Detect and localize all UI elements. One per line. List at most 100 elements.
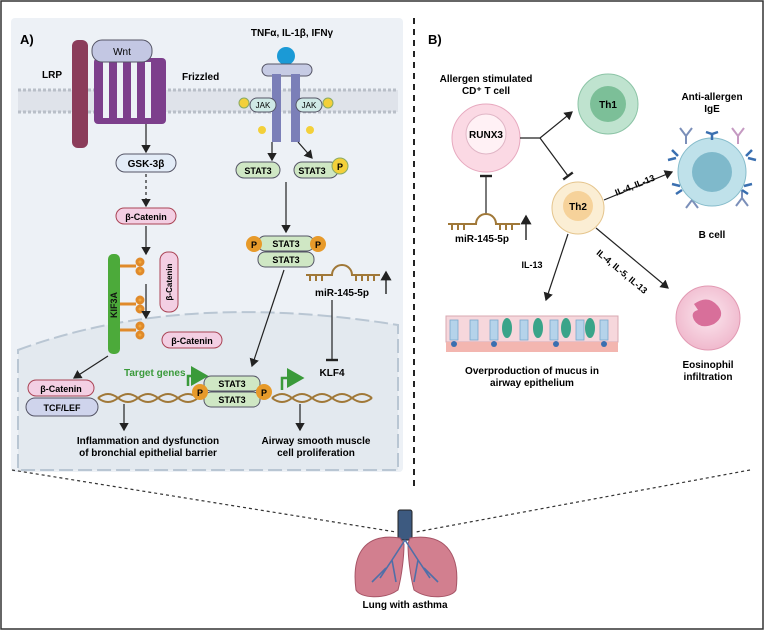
caption-right-line2: cell proliferation	[277, 448, 355, 459]
nuc-phospho-right-label: P	[261, 388, 267, 398]
jak-label-left: JAK	[256, 101, 271, 110]
gsk3b-label: GSK-3β	[128, 159, 165, 170]
klf4-label: KLF4	[320, 368, 345, 379]
dna-right	[271, 393, 373, 403]
target-genes-label: Target genes	[124, 368, 186, 379]
kinesin-motors	[120, 257, 145, 340]
nuc-phospho-left	[192, 384, 208, 400]
wnt-ligand	[91, 39, 153, 63]
il4-il5-il13-label: IL-4, IL-5, IL-13	[595, 248, 650, 296]
catenin-box-2	[161, 331, 223, 349]
th1-nucleus	[590, 86, 626, 122]
panel-b: B) Allergen stimulated CD⁺ T cell RUNX3 …	[428, 32, 757, 389]
phospho-receptor-1	[258, 126, 266, 134]
panel-a-label: A)	[20, 32, 34, 47]
kif3a-bar	[108, 254, 120, 354]
dimer-bottom-box	[257, 251, 315, 268]
dimer-phospho-left	[246, 236, 262, 252]
eosinophil-line1: Eosinophil	[682, 360, 733, 371]
catenin-label-vertical: β-Catenin	[165, 263, 174, 300]
nuc-dimer-top-box	[203, 375, 261, 392]
arrow-th2-epithelium	[543, 233, 569, 302]
cd4-title-line2: CD⁺ T cell	[462, 86, 510, 97]
jak-box-left	[249, 97, 277, 113]
tcf-lef-label: TCF/LEF	[44, 403, 81, 413]
mir-label-a: miR-145-5p	[315, 288, 369, 299]
dna-left	[97, 393, 199, 403]
eosinophil-line2: infiltration	[684, 372, 733, 383]
frizzled-label: Frizzled	[182, 72, 219, 83]
b-cell-nucleus	[692, 152, 732, 192]
catenin-label-2: β-Catenin	[171, 336, 213, 346]
jak-label-right: JAK	[302, 101, 317, 110]
cd4-title-line1: Allergen stimulated	[440, 74, 533, 85]
th2-label: Th2	[569, 202, 587, 213]
airway-epithelium	[445, 315, 619, 352]
frizzled-receptor	[94, 58, 166, 124]
ige-line2: IgE	[704, 104, 720, 115]
nuc-phospho-left-label: P	[197, 388, 203, 398]
dimer-phospho-right	[310, 236, 326, 252]
guide-line-left	[11, 469, 397, 533]
jak-box-right	[295, 97, 323, 113]
mir-hairpin-a	[306, 264, 380, 281]
catenin-label-1: β-Catenin	[125, 212, 167, 222]
il4-il13-label: IL-4, IL-13	[614, 173, 657, 198]
phospho-receptor-2	[306, 126, 314, 134]
cytokine-receptor	[261, 63, 313, 142]
b-cell-receptors	[667, 130, 757, 196]
stat3-label: STAT3	[244, 166, 271, 176]
stat3-box	[235, 161, 281, 179]
dimer-phospho-right-label: P	[315, 240, 321, 250]
mucus-line2: airway epithelium	[490, 378, 574, 389]
lung-label: Lung with asthma	[363, 600, 448, 611]
pstat3-label: STAT3	[298, 166, 325, 176]
arrow-dimer-nucleus	[249, 269, 285, 368]
dimer-bottom-label: STAT3	[272, 255, 299, 265]
mucus-line1: Overproduction of mucus in	[465, 366, 599, 377]
caption-left-line1: Inflammation and dysfunction	[77, 436, 219, 447]
caption-right-line1: Airway smooth muscle	[262, 436, 371, 447]
ige-line1: Anti-allergen	[681, 92, 742, 103]
pstat3-phospho	[331, 157, 349, 175]
phospho-jak-left	[238, 97, 250, 109]
pstat3-phospho-label: P	[337, 162, 343, 172]
cytokines-label: TNFα, IL-1β, IFNγ	[251, 28, 334, 39]
inhibit-runx3-th2	[539, 137, 574, 181]
tcf-lef-box	[25, 397, 99, 417]
nuc-dimer-top-label: STAT3	[218, 379, 245, 389]
panel-a: A) LRP Wnt Frizzled GSK-3β β-Catenin	[11, 18, 403, 472]
mir-label-b: miR-145-5p	[455, 234, 509, 245]
catenin-box-vertical	[159, 251, 179, 313]
guide-line-right	[415, 469, 751, 533]
cd4-nucleus	[465, 113, 507, 155]
mir-hairpin-b	[448, 213, 520, 230]
il13-label: IL-13	[521, 260, 542, 270]
catenin-box-1	[115, 207, 177, 225]
panel-b-label: B)	[428, 32, 442, 47]
b-cell-label: B cell	[699, 230, 726, 241]
arrow-kif-catenin	[72, 355, 109, 379]
dimer-top-label: STAT3	[272, 239, 299, 249]
nuc-dimer-bottom-label: STAT3	[218, 395, 245, 405]
caption-left-line2: of bronchial epithelial barrier	[79, 448, 217, 459]
transcription-arrow-left	[186, 366, 209, 386]
dimer-phospho-left-label: P	[251, 240, 257, 250]
arrow-th2-bcell	[603, 170, 674, 201]
arrow-th2-eosinophil	[595, 227, 669, 289]
phospho-jak-right	[322, 97, 334, 109]
wnt-label: Wnt	[113, 47, 131, 58]
lrp-receptor	[72, 40, 88, 148]
transcription-arrow-right	[280, 368, 305, 390]
th1-label: Th1	[599, 100, 617, 111]
lung-illustration	[354, 509, 458, 598]
gsk3b-box	[115, 153, 177, 173]
catenin-label-3: β-Catenin	[40, 384, 82, 394]
cytokine-ligand	[277, 47, 295, 65]
lrp-label: LRP	[42, 70, 62, 81]
arrow-to-pstat3	[297, 141, 313, 159]
nuc-phospho-right	[256, 384, 272, 400]
